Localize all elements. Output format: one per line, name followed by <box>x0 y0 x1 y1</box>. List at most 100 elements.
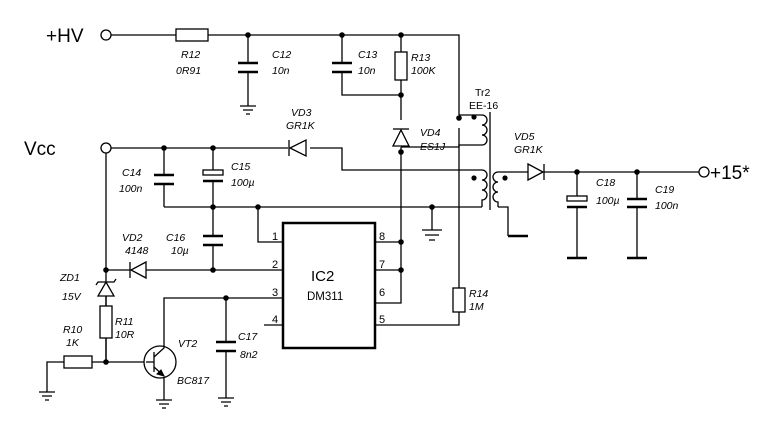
resistor-r10: R10 1K <box>63 324 93 369</box>
tr2-secondary-winding <box>492 171 499 207</box>
vd2-triangle <box>129 260 147 280</box>
c14-ref: C14 <box>122 167 141 179</box>
terminal-out-circle <box>698 166 710 178</box>
r11-value: 10R <box>115 329 135 341</box>
capacitor-c13: C13 10n <box>332 49 377 77</box>
ic2-pin-4: 4 <box>272 314 278 326</box>
c14-value: 100n <box>119 183 143 195</box>
zd1-triangle <box>96 280 116 297</box>
vt2-ref: VT2 <box>178 338 197 350</box>
ic2-pin-7: 7 <box>379 259 385 271</box>
junction-dot <box>429 204 435 210</box>
r12-value: 0R91 <box>176 65 201 77</box>
junction-dot <box>456 115 462 121</box>
vd3-triangle <box>288 138 307 158</box>
ic2-pin-8: 8 <box>379 231 385 243</box>
junction-dot <box>210 145 216 151</box>
ic2-ref: IC2 <box>311 268 334 285</box>
r14-body <box>452 287 466 313</box>
c17-value: 8n2 <box>240 349 258 361</box>
c13-value: 10n <box>358 65 376 77</box>
c17-ref: C17 <box>238 331 258 343</box>
junction-dot <box>398 32 404 38</box>
ic2-pin-3: 3 <box>272 287 278 299</box>
wires <box>46 34 700 400</box>
ground-symbol-c12 <box>240 105 256 115</box>
terminal-out: +15* <box>698 163 750 184</box>
r13-value: 100K <box>411 65 437 77</box>
r12-body <box>175 28 209 42</box>
terminal-out-label: +15* <box>710 163 750 184</box>
tr2-primary-phase-dot <box>471 114 477 120</box>
c19-value: 100n <box>655 200 679 212</box>
resistor-r14: R14 1M <box>452 287 488 313</box>
junction-dot <box>339 32 345 38</box>
capacitor-c14: C14 100n <box>119 167 174 195</box>
terminal-vcc-label: Vcc <box>24 139 56 160</box>
ic2-body <box>281 221 377 350</box>
c12-plates <box>238 61 258 74</box>
vd5-value: GR1K <box>514 144 544 156</box>
diode-vd3: VD3 GR1K <box>286 107 316 158</box>
c12-ref: C12 <box>272 49 291 61</box>
tr2-primary-winding <box>458 114 488 147</box>
vt2-value: BC817 <box>177 375 210 387</box>
resistor-r12: R12 0R91 <box>175 28 209 77</box>
capacitor-c18: C18 100µ <box>566 177 620 209</box>
ic2-part: DM311 <box>307 291 343 303</box>
c13-ref: C13 <box>358 49 377 61</box>
ic2-pin-5: 5 <box>379 314 385 326</box>
terminal-hv-circle <box>100 29 112 41</box>
terminal-vcc: Vcc <box>24 139 112 160</box>
c16-plates <box>203 234 223 247</box>
ground-symbol-r10 <box>39 391 55 401</box>
r14-ref: R14 <box>469 288 488 300</box>
junction-dots <box>103 32 640 365</box>
resistor-r11: R11 10R <box>99 305 135 341</box>
c18-plus-plate <box>566 195 588 202</box>
ground-symbol-main <box>422 229 442 241</box>
junction-dot <box>398 267 404 273</box>
c13-plates <box>332 61 352 74</box>
junction-dot <box>634 169 640 175</box>
tr2-core: EE-16 <box>469 100 498 112</box>
ground-symbol-vt2 <box>156 399 172 409</box>
vt2-circle <box>143 345 177 379</box>
terminal-hv-label: +HV <box>46 26 84 47</box>
transistor-vt2: VT2 BC817 <box>143 338 210 387</box>
vd5-triangle <box>527 162 545 182</box>
zd1-ref: ZD1 <box>59 272 80 284</box>
junction-dot <box>210 267 216 273</box>
ic2-pin-1: 1 <box>272 231 278 243</box>
junction-dot <box>398 149 404 155</box>
capacitor-c12: C12 10n <box>238 49 291 77</box>
c14-plates <box>154 173 174 186</box>
tr2-secondary-phase-dot <box>502 175 508 181</box>
c15-ref: C15 <box>231 161 250 173</box>
ic2-pin-6: 6 <box>379 287 385 299</box>
c16-value: 10µ <box>171 245 189 257</box>
terminal-vcc-circle <box>100 142 112 154</box>
junction-dot <box>103 267 109 273</box>
diode-vd4: VD4 ES1J <box>391 127 446 153</box>
junction-dot <box>103 359 109 365</box>
vt2-collector <box>153 344 165 358</box>
r13-body <box>394 51 408 81</box>
capacitor-c17: C17 8n2 <box>216 331 258 361</box>
diode-vd5: VD5 GR1K <box>514 131 545 182</box>
ic2: IC2 DM311 1 2 3 4 5 6 7 8 <box>272 221 385 350</box>
r10-ref: R10 <box>63 324 82 336</box>
junction-dot <box>398 239 404 245</box>
resistor-r13: R13 100K <box>394 51 437 81</box>
c19-plates <box>627 197 647 209</box>
vd4-triangle <box>391 128 411 147</box>
junction-dot <box>398 92 404 98</box>
vd2-value: 4148 <box>125 245 149 257</box>
vd4-ref: VD4 <box>420 127 441 139</box>
c17-plates <box>216 340 236 353</box>
r12-ref: R12 <box>181 49 200 61</box>
junction-dot <box>223 295 229 301</box>
c15-value: 100µ <box>231 177 255 189</box>
junction-dot <box>210 204 216 210</box>
tr2-aux-phase-dot <box>471 175 477 181</box>
